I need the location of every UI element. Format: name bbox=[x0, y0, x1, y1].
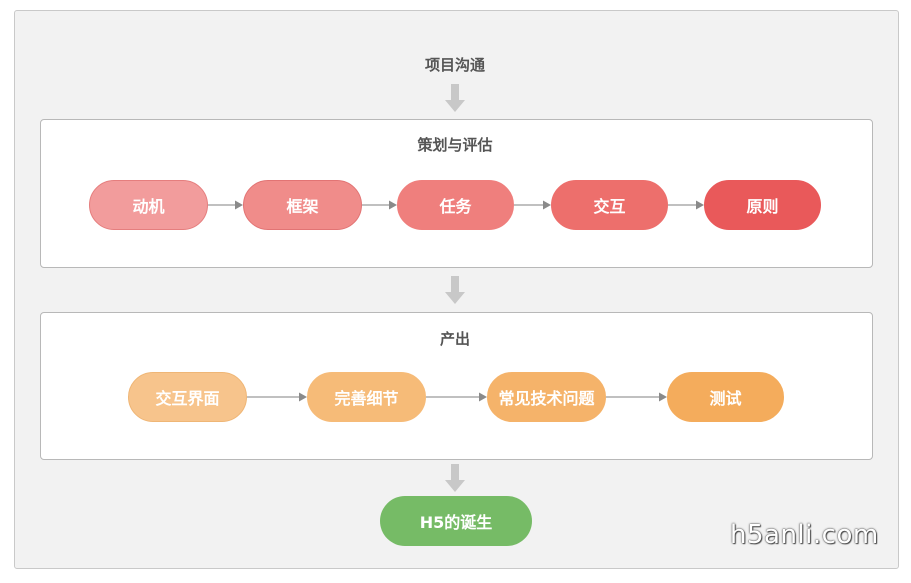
step-framework: 框架 bbox=[243, 180, 362, 230]
right-arrow-icon bbox=[247, 392, 307, 402]
project-communication-label: 项目沟通 bbox=[424, 56, 485, 74]
h5-birth-node: H5的诞生 bbox=[380, 496, 532, 546]
step-motivation: 动机 bbox=[89, 180, 208, 230]
down-arrow-icon bbox=[445, 464, 465, 492]
right-arrow-icon bbox=[514, 200, 551, 210]
step-details: 完善细节 bbox=[307, 372, 426, 422]
right-arrow-icon bbox=[606, 392, 667, 402]
step-principle: 原则 bbox=[704, 180, 821, 230]
step-task: 任务 bbox=[397, 180, 514, 230]
right-arrow-icon bbox=[668, 200, 704, 210]
down-arrow-icon bbox=[445, 276, 465, 304]
planning-title: 策划与评估 bbox=[417, 136, 493, 154]
right-arrow-icon bbox=[426, 392, 487, 402]
right-arrow-icon bbox=[362, 200, 397, 210]
step-tech-issues: 常见技术问题 bbox=[487, 372, 606, 422]
step-testing: 测试 bbox=[667, 372, 784, 422]
right-arrow-icon bbox=[208, 200, 243, 210]
down-arrow-icon bbox=[445, 84, 465, 112]
watermark: h5anli.com bbox=[730, 520, 879, 550]
step-interface: 交互界面 bbox=[128, 372, 247, 422]
step-interaction: 交互 bbox=[551, 180, 668, 230]
output-title: 产出 bbox=[439, 330, 470, 348]
